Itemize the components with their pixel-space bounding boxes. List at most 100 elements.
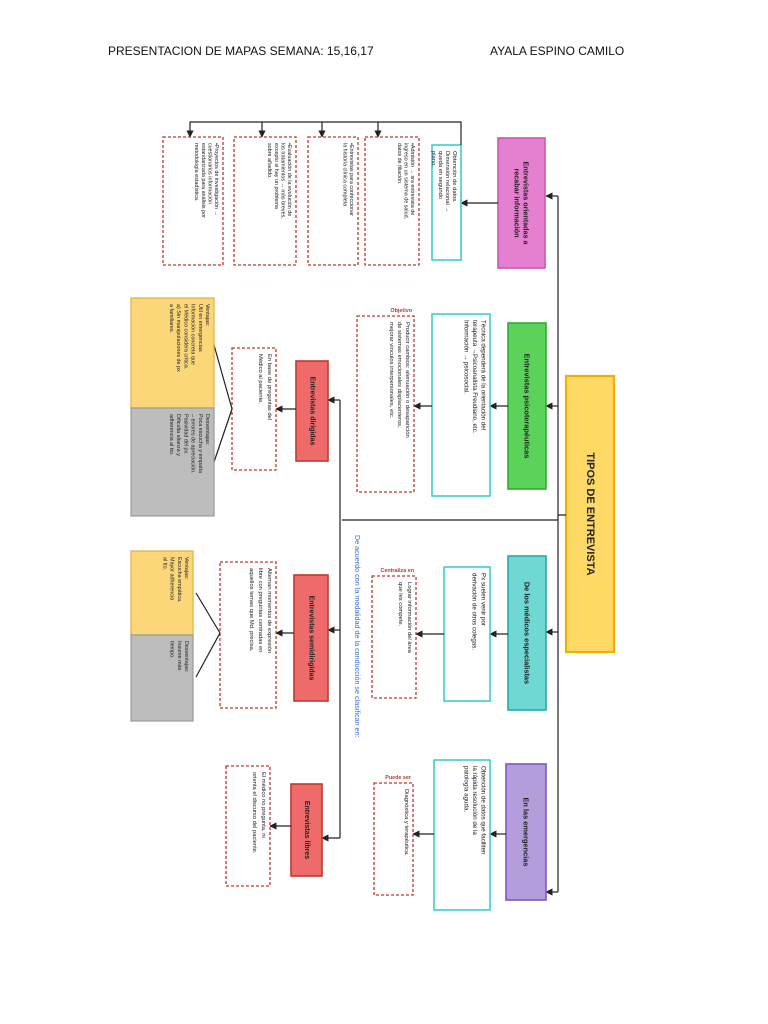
category-emergencies-detail-frame: [433, 759, 491, 911]
subitem-4-text-line: •Proyectos de investigación →: [213, 143, 219, 216]
category-info-gathering-detail-text-line: Obtención de datos.: [451, 151, 457, 203]
modality-directed-text-line: Entrevistas dirigidas: [309, 377, 316, 446]
modality-semidirected-advantages-text-line: Escucha empática.: [176, 557, 182, 603]
root-node-frame: [564, 374, 616, 654]
subitem-4-text-line: estandarizada para análisis por: [200, 143, 206, 218]
modality-directed-advantages-text-line: Útil en emergencias: [197, 304, 204, 352]
category-psychotherapeutic-text-line: Entrevistas psicoterapéuticas: [523, 354, 532, 459]
connector-m1-dis: [213, 408, 233, 463]
modality-semidirected-advantages-text-line: Mayor adherencia: [169, 557, 175, 600]
category-specialists-frame: [507, 555, 547, 711]
modality-semidirected-detail-frame: [219, 561, 277, 709]
category-info-gathering-frame: [497, 137, 546, 269]
category-emergencies-text-line: En las emergencias: [522, 797, 531, 866]
category-emergencies-detail-text-line: patología aguda.: [463, 766, 470, 812]
modality-directed-detail-text-line: Médico al paciente.: [257, 354, 263, 404]
category-emergencies-can-label: Puede ser: [385, 775, 412, 781]
category-emergencies-detail-text-line: Obtención de datos que faciliten: [480, 766, 487, 855]
category-specialists-text-line: De los médicos especialistas: [523, 582, 532, 684]
root-node: TIPOS DE ENTREVISTA: [564, 374, 616, 654]
category-specialists-focus-text-line: que les compete.: [397, 582, 403, 627]
category-info-gathering-text-line: Entrevistas orientadas a: [522, 161, 531, 245]
modality-directed-disadvantages: Desventajas:Poca escucha y empatía– erro…: [130, 407, 215, 517]
modality-classification-label: De acuerdo con la modalidad de la conduc…: [353, 535, 362, 738]
subitem-1-text-line: ingreso en un sistema de salud,: [402, 143, 408, 220]
modality-directed-advantages: Ventajas:Útil en emergenciasInformación …: [130, 297, 215, 409]
category-specialists-focus-text-line: Lograr información del área: [406, 582, 412, 654]
category-emergencies-can-frame: [373, 782, 414, 896]
modality-semidirected-advantages-text-line: al tto.: [161, 557, 167, 570]
modality-directed-advantages-text-line: a) Sin manipulaciones de px: [175, 304, 181, 372]
category-emergencies: En las emergencias: [505, 763, 547, 901]
modality-free-detail-text-line: El médico no pregunta, ni: [260, 772, 266, 838]
modality-directed-disadvantages-text-line: Poca escucha y empatía: [197, 414, 203, 473]
category-psychotherapeutic-objective-frame: [356, 315, 415, 493]
subitem-3-text-line: excepto si hay un problema: [273, 143, 279, 209]
modality-directed-disadvantages-text-line: adherencia al tto.: [168, 414, 174, 455]
modality-directed-disadvantages-text-line: – errores de apreciación.: [190, 414, 196, 474]
subitem-3-text-line: los tratamientos → más breves,: [279, 143, 285, 219]
subitem-4-frame: [162, 136, 224, 266]
document-header-author: AYALA ESPINO CAMILO: [490, 44, 625, 58]
modality-free: Entrevistas libres: [290, 783, 323, 877]
modality-semidirected-frame: [293, 574, 329, 702]
modality-semidirected-disadvantages-text-line: Insume más: [176, 641, 182, 671]
category-psychotherapeutic-detail-text-line: terapeuta →Psicoanalista Freudiano, etc.: [471, 320, 478, 434]
category-psychotherapeutic-detail-text-line: Información → psicosocial.: [463, 320, 470, 394]
modality-directed-advantages-text-line: a familiares.: [168, 304, 174, 333]
subitem-4-text-line: metodología estadística.: [193, 143, 199, 201]
spine-upper: [557, 196, 566, 516]
modality-directed-disadvantages-text-line: Desventajas:: [204, 414, 210, 445]
category-psychotherapeutic-objective: Producir cambios: atenuación o desaparic…: [356, 308, 415, 493]
category-info-gathering-detail-text-line: Dimensión relacional →: [444, 151, 450, 212]
modality-semidirected-detail-text-line: Alternan momentos de expresión: [266, 568, 272, 653]
modality-directed-disadvantages-frame: [130, 407, 215, 517]
root-node-text-line: TIPOS DE ENTREVISTA: [584, 452, 596, 575]
category-info-gathering-detail: Obtención de datos.Dimensión relacional …: [430, 144, 462, 261]
subitem-3-text-line: sobre añadido.: [266, 143, 272, 179]
modality-directed-detail-frame: [231, 347, 277, 471]
subitem-2-frame: [307, 136, 359, 266]
modality-free-detail-text-line: orienta el discurso del paciente.: [251, 772, 257, 854]
category-info-gathering-text-line: recabar información: [513, 168, 522, 237]
category-emergencies-frame: [505, 763, 547, 901]
modality-directed-advantages-text-line: Ventajas:: [204, 304, 210, 326]
connector-m2-adv: [195, 592, 221, 634]
category-emergencies-can-text-line: Diagnóstica y terapéutica.: [403, 789, 409, 856]
category-psychotherapeutic-detail-text-line: Técnica dependerá de la orientación del: [480, 320, 487, 430]
modality-free-detail-frame: [225, 765, 271, 887]
subitem-3-text-line: •Evaluación de la evolución de: [286, 143, 292, 216]
modality-semidirected-text-line: Entrevistas semidirigidas: [308, 596, 315, 681]
category-specialists-focus-label: Centraliza en: [380, 568, 414, 574]
category-info-gathering-detail-frame: [431, 144, 462, 261]
modality-free-text-line: Entrevistas libres: [303, 801, 310, 859]
modality-directed-detail-text-line: En base de preguntas del: [266, 354, 272, 420]
modality-directed-disadvantages-text-line: Dificulta alianza y: [175, 414, 181, 456]
modality-semidirected-disadvantages-text-line: Desventajas:: [183, 641, 189, 672]
modality-semidirected-detail-text-line: libre con preguntas centradas en: [257, 568, 263, 652]
subitem-1-text-line: •Admisión → sra entrevista de: [409, 143, 415, 215]
category-specialists-detail-text-line: derivación de otros colegas.: [471, 573, 478, 650]
category-psychotherapeutic-objective-label: Objetivo: [390, 308, 412, 314]
category-psychotherapeutic-frame: [507, 322, 547, 490]
modality-semidirected: Entrevistas semidirigidas: [293, 574, 329, 702]
category-specialists: De los médicos especialistas: [507, 555, 547, 711]
modality-semidirected-advantages: Ventajas:Escucha empática.Mayor adherenc…: [130, 550, 194, 636]
category-psychotherapeutic-objective-text-line: de sistemas emocionales displacenteros,: [396, 322, 402, 428]
category-specialists-detail-text-line: Px suelen venir por: [480, 573, 487, 626]
subitem-1-frame: [364, 136, 420, 266]
category-psychotherapeutic: Entrevistas psicoterapéuticas: [507, 322, 547, 490]
modality-semidirected-advantages-frame: [130, 550, 194, 636]
connector-c1-subitems: [186, 121, 462, 145]
